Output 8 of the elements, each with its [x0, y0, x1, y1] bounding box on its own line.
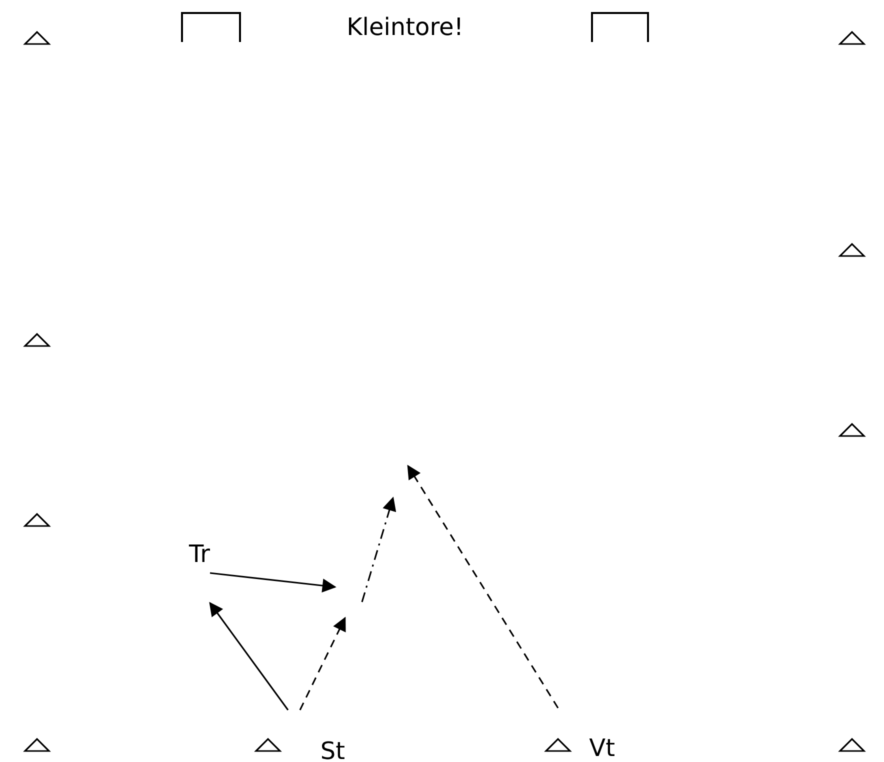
- arrow: [210, 572, 336, 593]
- player-label: St: [320, 737, 345, 762]
- player-label: Vt: [589, 734, 615, 762]
- arrow: [407, 464, 559, 708]
- arrow: [299, 616, 346, 710]
- arrow: [209, 602, 289, 710]
- player-label: Tr: [189, 540, 210, 568]
- title: Kleintore!: [346, 12, 464, 42]
